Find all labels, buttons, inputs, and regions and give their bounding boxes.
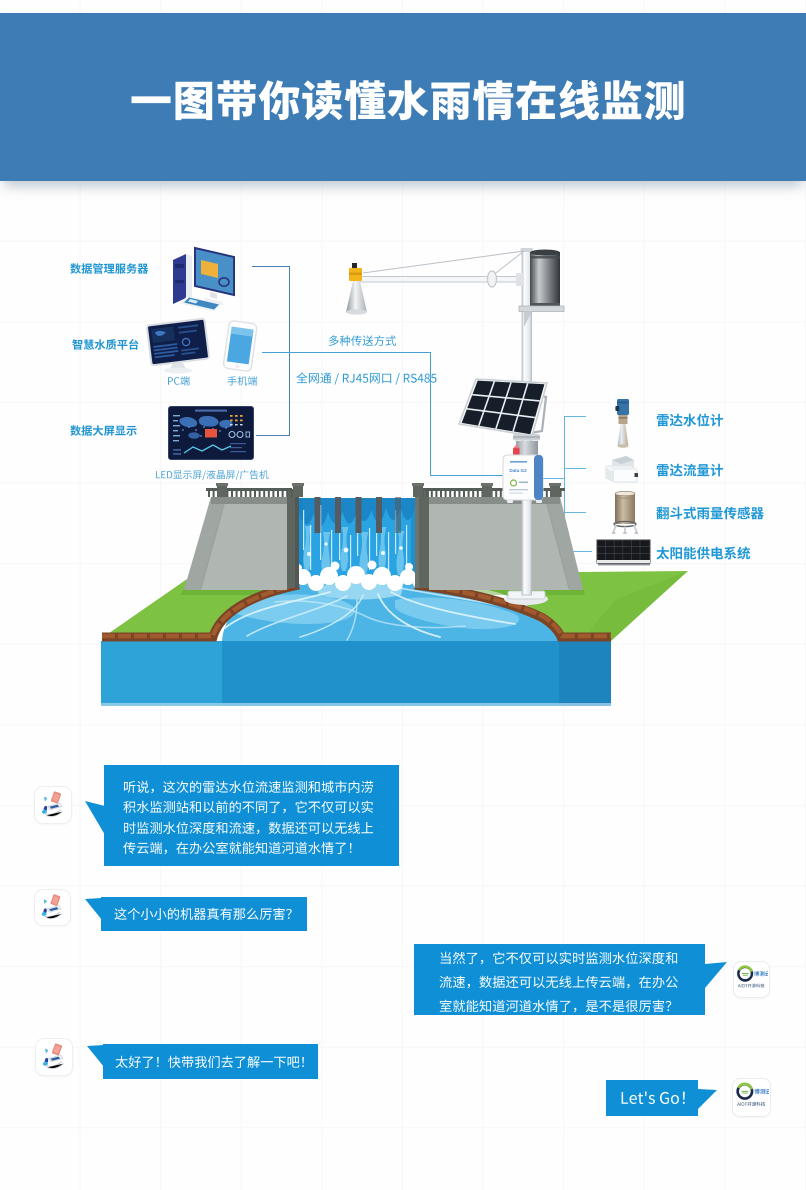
svg-text:Data G2: Data G2 (509, 468, 527, 473)
